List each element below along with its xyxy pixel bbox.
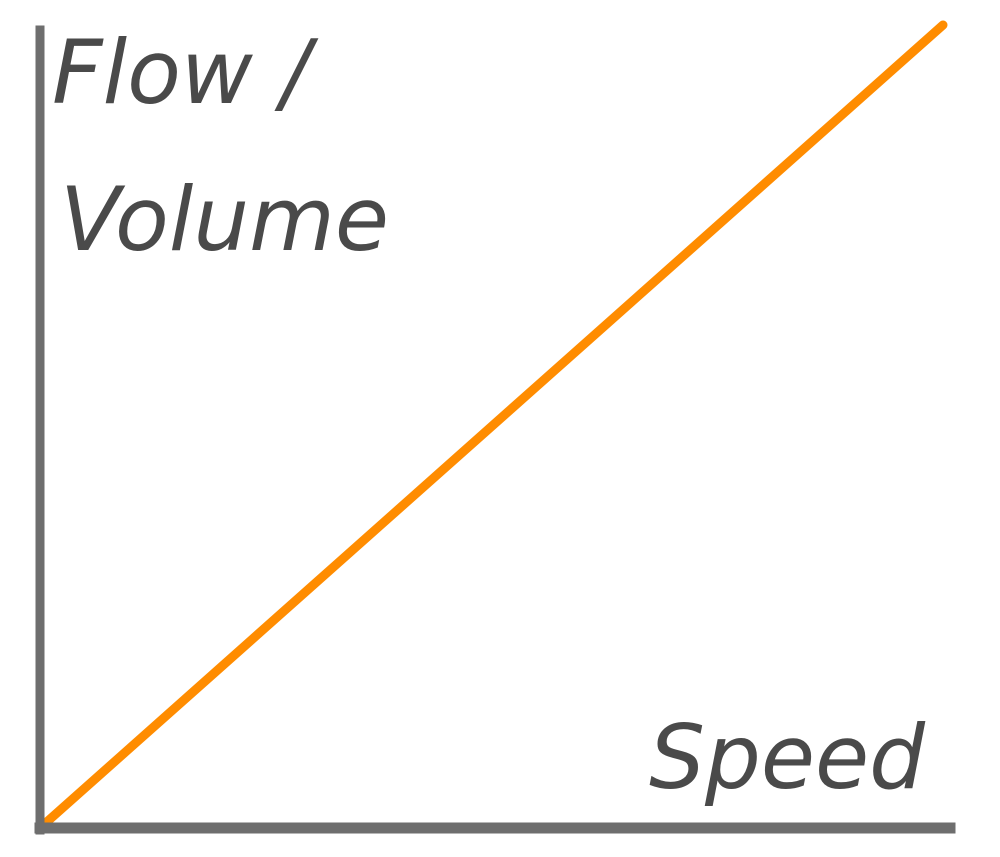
y-axis-label-line-1: Flow /	[52, 21, 319, 124]
series-line-1	[35, 20, 948, 833]
y-axis-label-line-2: Volume	[60, 168, 389, 271]
series-layer	[35, 20, 948, 833]
plot-area	[34, 20, 956, 835]
x-axis-label: Speed	[649, 706, 926, 809]
